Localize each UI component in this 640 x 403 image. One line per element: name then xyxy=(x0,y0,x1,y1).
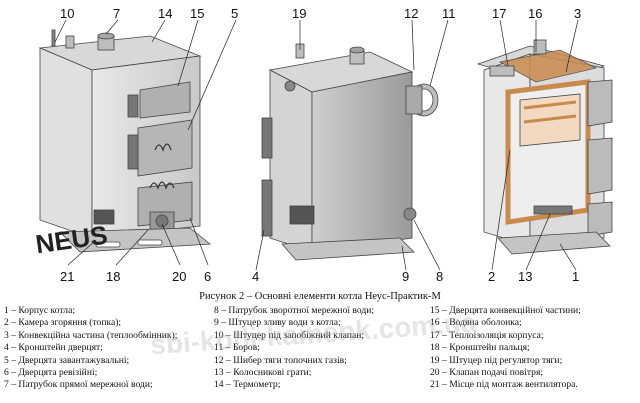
legend-item: 7 – Патрубок прямої мережної води; xyxy=(4,379,153,391)
callout-2: 2 xyxy=(488,269,495,284)
callout-6: 6 xyxy=(204,269,211,284)
callout-5: 5 xyxy=(231,6,238,21)
legend-item: 5 – Дверцята завантажувальні; xyxy=(4,354,130,366)
callout-1: 1 xyxy=(572,269,579,284)
legend-item: 19 – Штуцер під регулятор тяги; xyxy=(430,354,563,366)
legend-item: 2 – Камера згоряння (топка); xyxy=(4,317,122,329)
callout-21: 21 xyxy=(60,269,74,284)
legend-item: 17 – Теплоізоляція корпуса; xyxy=(430,329,544,341)
boiler-front-view xyxy=(38,29,212,253)
legend-item: 12 – Шибер тяги топочних газів; xyxy=(214,354,347,366)
legend-item: 15 – Дверцята конвекційної частини; xyxy=(430,305,581,316)
callout-16: 16 xyxy=(528,6,542,21)
callout-14: 14 xyxy=(158,6,172,21)
legend-item: 3 – Конвекційна частина (теплообмінник); xyxy=(4,329,178,341)
callout-12: 12 xyxy=(404,6,418,21)
legend-item: 14 – Термометр; xyxy=(214,379,281,391)
callout-17: 17 xyxy=(492,6,506,21)
legend-item: 13 – Колосникові грати; xyxy=(214,367,312,379)
legend-item: 8 – Патрубок зворотної мережної води; xyxy=(214,305,375,316)
boiler-rear-view xyxy=(261,43,439,261)
callout-8: 8 xyxy=(436,269,443,284)
boiler-cutaway-view xyxy=(476,39,613,255)
callout-15: 15 xyxy=(190,6,204,21)
legend-item: 9 – Штуцер зливу води з котла; xyxy=(214,317,341,329)
callout-4: 4 xyxy=(252,269,259,284)
callout-3: 3 xyxy=(574,6,581,21)
legend-item: 20 – Клапан подачі повітря; xyxy=(430,367,544,379)
callout-20: 20 xyxy=(172,269,186,284)
callout-11: 11 xyxy=(442,6,456,21)
brand-logo: NEUS xyxy=(34,220,110,260)
legend-item: 16 – Водяна оболонка; xyxy=(430,317,522,329)
legend-column-3: 15 – Дверцята конвекційної частини; 16 –… xyxy=(430,305,581,392)
legend-item: 4 – Кронштейн дверцят; xyxy=(4,342,103,354)
boiler-diagram: NEUS xyxy=(34,6,613,284)
legend-column-2: 8 – Патрубок зворотної мережної води; 9 … xyxy=(214,305,374,392)
legend-item: 21 – Місце під монтаж вентилятора. xyxy=(430,379,578,391)
legend-item: 10 – Штуцер під запобіжний клапан; xyxy=(214,329,364,341)
legend-item: 6 – Дверцята ревізійні; xyxy=(4,367,98,379)
callout-19: 19 xyxy=(292,6,306,21)
legend-item: 18 – Кронштейн пальця; xyxy=(430,342,530,354)
legend-item: 1 – Корпус котла; xyxy=(4,305,76,316)
callout-10: 10 xyxy=(60,6,74,21)
legend-item: 11 – Боров; xyxy=(214,342,260,354)
callout-7: 7 xyxy=(113,6,120,21)
callout-18: 18 xyxy=(106,269,120,284)
legend-column-1: 1 – Корпус котла; 2 – Камера згоряння (т… xyxy=(4,305,177,392)
figure-caption: Рисунок 2 – Основні елементи котла Неус-… xyxy=(199,291,441,302)
callout-13: 13 xyxy=(518,269,532,284)
callout-9: 9 xyxy=(402,269,409,284)
